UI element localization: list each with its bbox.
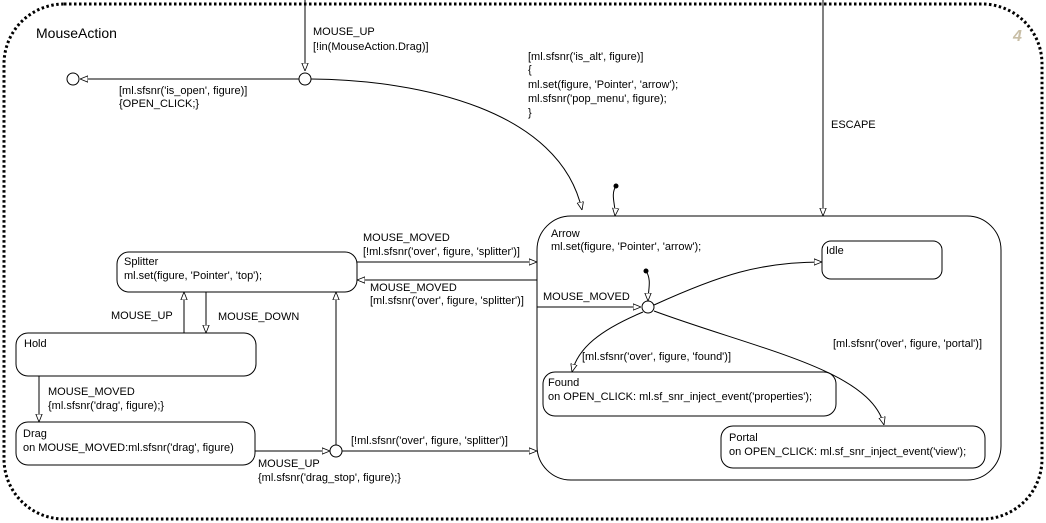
default-transition-arrow[interactable]: [613, 185, 616, 216]
state-found-name: Found: [548, 377, 579, 389]
label-hold-to-drag-1: MOUSE_MOVED: [48, 386, 135, 398]
label-is-alt-1: [ml.sfsnr('is_alt', figure)]: [528, 51, 643, 63]
transition-to-portal[interactable]: [653, 310, 884, 425]
label-is-alt-5: }: [528, 107, 532, 119]
label-open-click-action: {OPEN_CLICK;}: [119, 98, 199, 110]
state-splitter-name: Splitter: [124, 256, 159, 268]
state-hold[interactable]: [15, 332, 257, 377]
junction-inner[interactable]: [641, 300, 655, 314]
label-drag-mouse-up-2: {ml.sfsnr('drag_stop', figure);}: [258, 472, 401, 484]
transition-to-found[interactable]: [572, 311, 644, 372]
label-splitter-to-arrow-1: MOUSE_MOVED: [363, 232, 450, 244]
junction-drag[interactable]: [329, 444, 343, 458]
label-junction-to-arrow: [!ml.sfsnr('over', figure, 'splitter')]: [351, 435, 508, 447]
state-drag-action: on MOUSE_MOVED:ml.sfsnr('drag', figure): [23, 442, 234, 454]
state-hold-name: Hold: [24, 338, 47, 350]
chart-title: MouseAction: [36, 25, 117, 41]
state-drag[interactable]: [15, 421, 256, 466]
label-to-found: [ml.sfsnr('over', figure, 'found')]: [582, 351, 731, 363]
label-hold-to-drag-2: {ml.sfsnr('drag', figure);}: [48, 400, 164, 412]
inner-default-arrow[interactable]: [646, 270, 649, 301]
state-found[interactable]: [542, 371, 837, 417]
label-drag-mouse-up-1: MOUSE_UP: [258, 458, 320, 470]
state-found-action: on OPEN_CLICK: ml.sf_snr_inject_event('p…: [548, 391, 812, 403]
label-splitter-to-hold: MOUSE_DOWN: [218, 311, 299, 323]
state-arrow-action: ml.set(figure, 'Pointer', 'arrow');: [551, 241, 701, 253]
label-arrow-to-splitter-1: MOUSE_MOVED: [370, 282, 457, 294]
label-is-alt-4: ml.sfsnr('pop_menu', figure);: [528, 93, 667, 105]
label-is-alt-2: {: [528, 64, 532, 76]
state-portal-name: Portal: [729, 432, 758, 444]
label-arrow-to-splitter-2: [ml.sfsnr('over', figure, 'splitter')]: [370, 295, 524, 307]
label-hold-to-splitter: MOUSE_UP: [111, 310, 173, 322]
chart-number-badge: 4: [1012, 28, 1022, 45]
label-is-alt-3: ml.set(figure, 'Pointer', 'arrow');: [528, 79, 678, 91]
transition-is-alt[interactable]: [310, 78, 582, 210]
state-splitter[interactable]: [116, 251, 358, 293]
label-escape: ESCAPE: [831, 119, 876, 131]
junction-top[interactable]: [298, 72, 312, 86]
state-splitter-action: ml.set(figure, 'Pointer', 'top');: [124, 270, 262, 282]
state-portal[interactable]: [720, 425, 986, 469]
label-to-portal: [ml.sfsnr('over', figure, 'portal')]: [833, 338, 982, 350]
state-drag-name: Drag: [23, 428, 47, 440]
transition-to-idle[interactable]: [653, 262, 822, 306]
terminal-junction[interactable]: [66, 72, 80, 86]
state-arrow-name: Arrow: [551, 228, 580, 240]
state-portal-action: on OPEN_CLICK: ml.sf_snr_inject_event('v…: [729, 446, 966, 458]
label-splitter-to-arrow-2: [!ml.sfsnr('over', figure, 'splitter')]: [363, 246, 520, 258]
label-is-open-guard: [ml.sfsnr('is_open', figure)]: [119, 85, 247, 97]
state-idle-name: Idle: [826, 245, 844, 257]
label-inner-mouse-moved: MOUSE_MOVED: [543, 291, 630, 303]
label-top-mouse-up: MOUSE_UP: [313, 26, 375, 38]
label-top-not-in-drag: [!in(MouseAction.Drag)]: [313, 41, 429, 53]
